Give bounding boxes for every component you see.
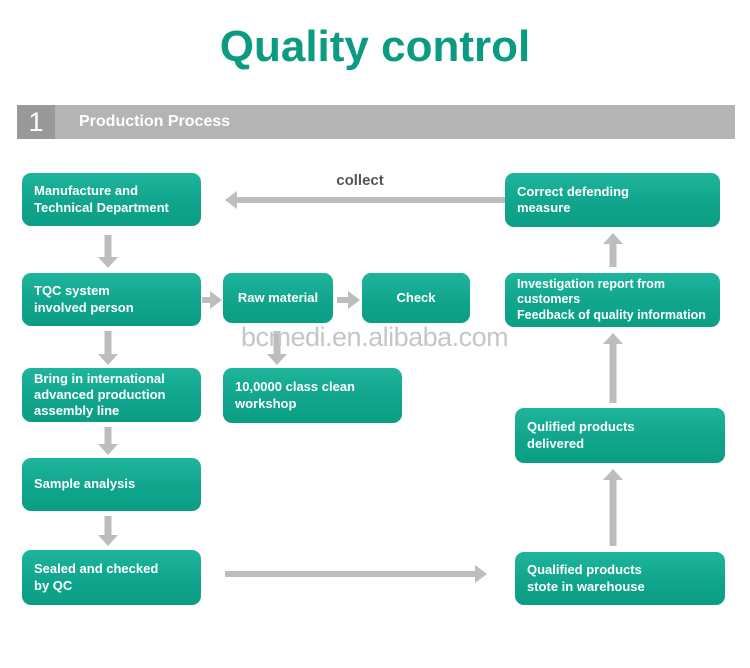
arrow-tqc-to-assembly (97, 331, 119, 365)
node-manufacture-technical-department: Manufacture and Technical Department (22, 173, 201, 226)
arrow-assembly-to-sample (97, 427, 119, 455)
arrow-warehouse-to-delivered (602, 469, 624, 546)
watermark-text: bcmedi.en.alibaba.com (241, 322, 509, 352)
node-qualified-products-delivered: Qulified products delivered (515, 408, 725, 463)
node-correct-defending-measure: Correct defending measure (505, 173, 720, 227)
page-title: Quality control (219, 22, 531, 71)
arrow-delivered-to-investigation (602, 333, 624, 403)
section-label: Production Process (79, 113, 231, 130)
node-check: Check (362, 273, 470, 323)
section-header-band: 1 Production Process (17, 105, 735, 139)
node-raw-material: Raw material (223, 273, 333, 323)
arrow-correct-to-manufacture (225, 191, 505, 209)
arrow-sealed-to-warehouse (225, 565, 487, 583)
node-sample-analysis: Sample analysis (22, 458, 201, 511)
arrow-manufacture-to-tqc (97, 235, 119, 268)
arrow-tqc-to-raw-material (202, 291, 222, 309)
arrow-investigation-to-correct (602, 233, 624, 267)
arrow-raw-material-to-check (337, 291, 360, 309)
node-investigation-report-feedback: Investigation report from customers Feed… (505, 273, 720, 327)
node-international-assembly-line: Bring in international advanced producti… (22, 368, 201, 422)
node-qualified-products-warehouse: Qualified products stote in warehouse (515, 552, 725, 605)
collect-label: collect (336, 172, 384, 189)
arrow-sample-to-sealed (97, 516, 119, 546)
section-number: 1 (17, 105, 55, 139)
node-sealed-checked-by-qc: Sealed and checked by QC (22, 550, 201, 605)
node-clean-workshop: 10,0000 class clean workshop (223, 368, 402, 423)
node-tqc-system-involved-person: TQC system involved person (22, 273, 201, 326)
